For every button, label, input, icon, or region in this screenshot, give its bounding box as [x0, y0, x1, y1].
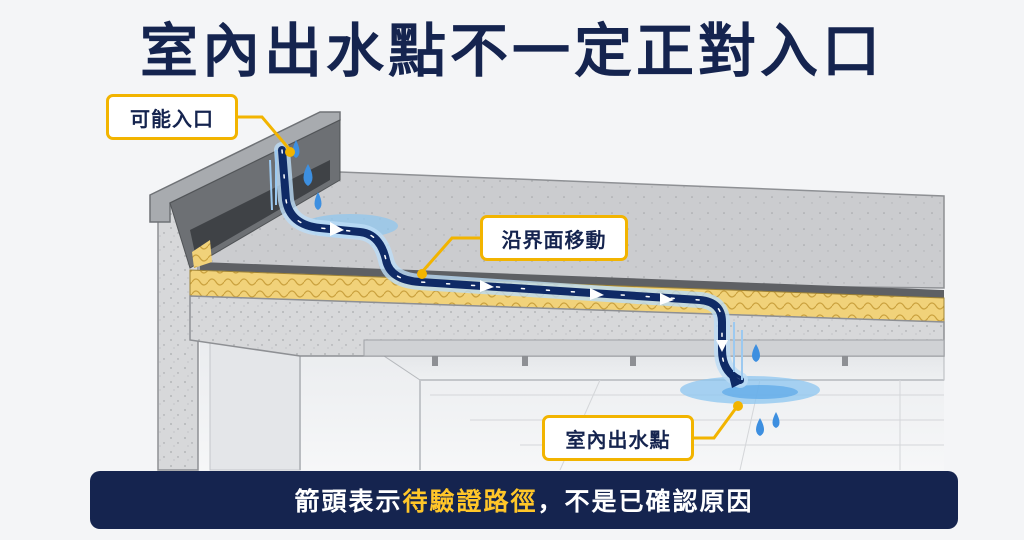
parapet	[149, 111, 341, 269]
label-interface-movement: 沿界面移動	[480, 215, 628, 261]
leak-path	[269, 142, 748, 388]
caption-prefix: 箭頭表示	[294, 487, 403, 516]
caption-suffix: ，不是已確認原因	[537, 487, 754, 516]
label-possible-entry: 可能入口	[106, 94, 238, 140]
caption-highlight: 待驗證路徑	[402, 487, 538, 516]
label-indoor-leak-point: 室內出水點	[542, 415, 694, 461]
diagram-title: 室內出水點不一定正對入口	[139, 17, 884, 85]
callout-leaders	[238, 115, 743, 440]
caption-banner: 箭頭表示待驗證路徑，不是已確認原因	[90, 471, 958, 529]
